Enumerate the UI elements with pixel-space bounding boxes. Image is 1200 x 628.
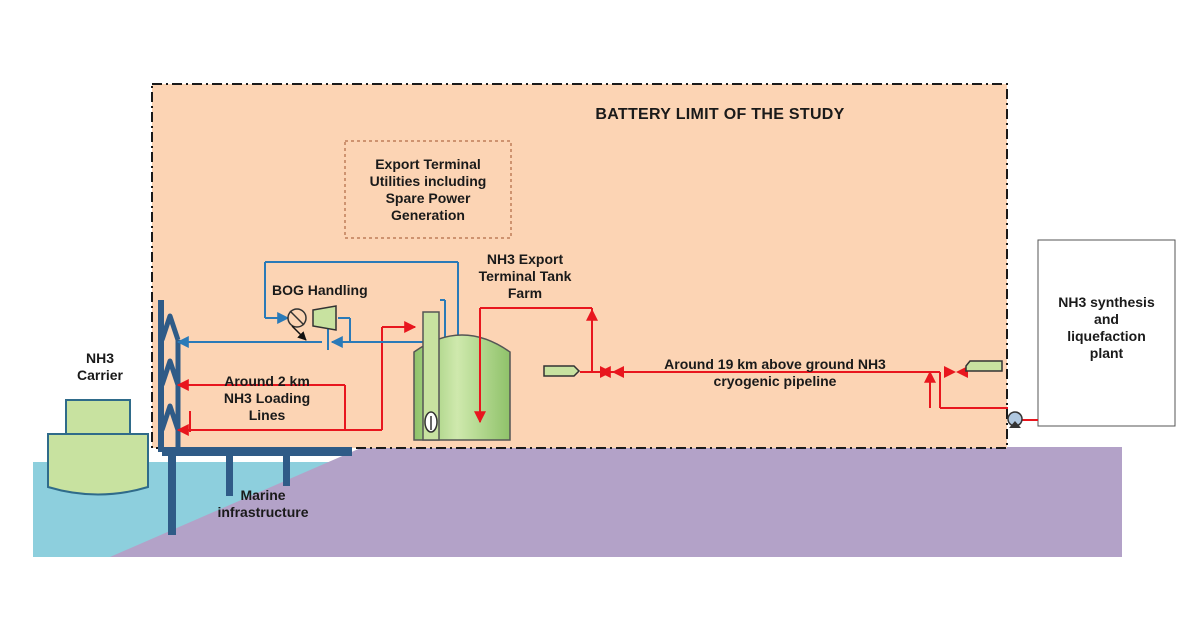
bog-compressor-icon [287, 305, 337, 341]
pig-launcher-icon [965, 360, 1003, 372]
valve-icon [944, 366, 968, 378]
battery-limit-title: BATTERY LIMIT OF THE STUDY [595, 106, 845, 123]
marine-infrastructure [158, 300, 352, 535]
synthesis-plant-box [1037, 239, 1176, 427]
valve-icon [600, 366, 624, 378]
pig-receiver-icon [543, 365, 581, 377]
bog-handling-label: BOG Handling [272, 282, 368, 298]
battery-limit-area [151, 83, 1008, 449]
bog-lines [176, 261, 464, 386]
storage-tank [413, 311, 511, 441]
loading-lines [176, 321, 417, 436]
pump-icon [1007, 411, 1023, 428]
nh3-carrier-ship [47, 399, 149, 496]
ground-area [110, 447, 1122, 557]
